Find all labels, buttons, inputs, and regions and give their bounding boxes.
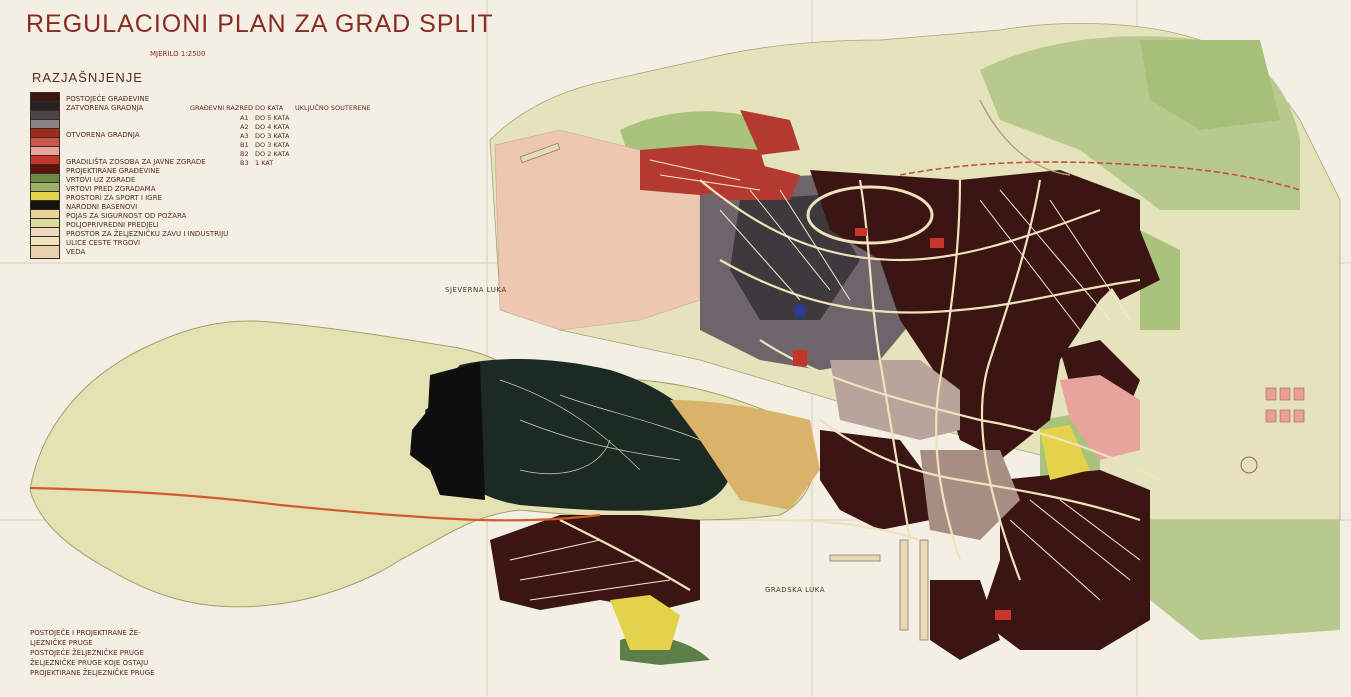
city-port-label: GRADSKA LUKA (765, 586, 826, 594)
legend-height-value: DO 2 KATA (255, 150, 290, 158)
forest-dark-edge (410, 362, 485, 500)
red-zones (640, 110, 800, 200)
marjan-forest (425, 358, 732, 511)
northern-railway (899, 161, 1301, 191)
legend-class-code: A2 (240, 123, 249, 131)
legend-label: NARODNI BASENOVI (66, 203, 138, 211)
legend-item: VEDA (30, 245, 85, 259)
legend-height-header: DO KATA (255, 104, 284, 112)
legend-label: POSTOJEĆE GRAĐEVINE (66, 95, 150, 103)
map-scale: MJERILO 1:2500 (150, 50, 206, 58)
forest-paths (499, 379, 701, 475)
seal-stamp (1240, 456, 1258, 474)
harbour-piers (519, 142, 929, 641)
legend-label: POJAS ZA SIGURNOST OD POŽARA (66, 212, 187, 220)
legend-class-code: B2 (240, 150, 249, 158)
legend-extra-header: UKLJUČNO SOUTERENE (295, 104, 371, 112)
western-railway (29, 486, 601, 522)
legend-height-value: DO 4 KATA (255, 123, 290, 131)
legend-label: POLJOPRIVREDNI PREDJELI (66, 221, 159, 229)
map-title: REGULACIONI PLAN ZA GRAD SPLIT (26, 10, 494, 38)
legend-height-value: 1 KAT (255, 159, 274, 167)
legend-label: ULICE CESTE TRGOVI (66, 239, 141, 247)
legend-label: ZATVORENA GRADNJA (66, 104, 144, 112)
legend-label: PROSTOR ZA ŽELJEZNIČKU ZAVU I INDUSTRIJU (66, 230, 229, 238)
north-port-label: SJEVERNA LUKA (445, 286, 507, 294)
legend-label: VRTOVI PRED ZGRADAMA (66, 185, 156, 193)
sports-area (1040, 425, 1090, 480)
yellow-quarter (670, 400, 820, 510)
legend-label: OTVORENA GRADNJA (66, 131, 140, 139)
stadium-ring (806, 185, 934, 245)
rail-legend-item: POSTOJEĆE ŽELJEZNIČKE PRUGE (30, 649, 144, 657)
legend-label: VRTOVI UZ ZGRADE (66, 176, 136, 184)
legend-label: VEDA (66, 248, 86, 256)
legend-class-code: B3 (240, 159, 249, 167)
legend-label: GRADILIŠTA ZOSOBA ZA JAVNE ZGRADE (66, 158, 206, 166)
red-marker-1 (793, 350, 807, 366)
red-marker-3 (995, 610, 1011, 620)
legend-class-code: B1 (240, 141, 249, 149)
red-marker-2 (930, 238, 944, 248)
legend-height-value: DO 3 KATA (255, 141, 290, 149)
legend-swatch (30, 245, 60, 259)
rail-legend: POSTOJEĆE I PROJEKTIRANE ŽE- LJEZNIČKE PR… (30, 628, 155, 678)
legend-class-code: A1 (240, 114, 249, 122)
old-town-block (830, 360, 960, 440)
minor-streets (509, 159, 1141, 601)
legend-title: RAZJAŠNJENJE (32, 70, 143, 85)
stamp-grid (1265, 387, 1305, 423)
legend-label: PROSTORI ZA SPORT I IGRE (66, 194, 162, 202)
rail-legend-item: LJEZNIČKE PRUGE (30, 639, 93, 647)
pink-zone (1060, 375, 1140, 460)
legend-class-header: GRAĐEVNI RAZRED (190, 104, 253, 112)
dark-gray-core (730, 195, 860, 320)
south-yellow-zone (610, 595, 680, 650)
rail-legend-item: PROJEKTIRANE ŽELJEZNIČKE PRUGE (30, 669, 155, 677)
old-town-east (920, 450, 1020, 540)
legend-class-code: A3 (240, 132, 249, 140)
stadium-marker (855, 228, 867, 236)
rail-legend-item: ŽELJEZNIČKE PRUGE KOJE OSTAJU (30, 659, 149, 667)
rail-legend-item: POSTOJEĆE I PROJEKTIRANE ŽE- (30, 629, 141, 637)
blue-marker (795, 305, 805, 317)
northern-road (979, 99, 1071, 176)
legend-label: PROJEKTIRANE GRAĐEVINE (66, 167, 160, 175)
legend-height-value: DO 3 KATA (255, 132, 290, 140)
legend-height-value: DO 5 KATA (255, 114, 290, 122)
